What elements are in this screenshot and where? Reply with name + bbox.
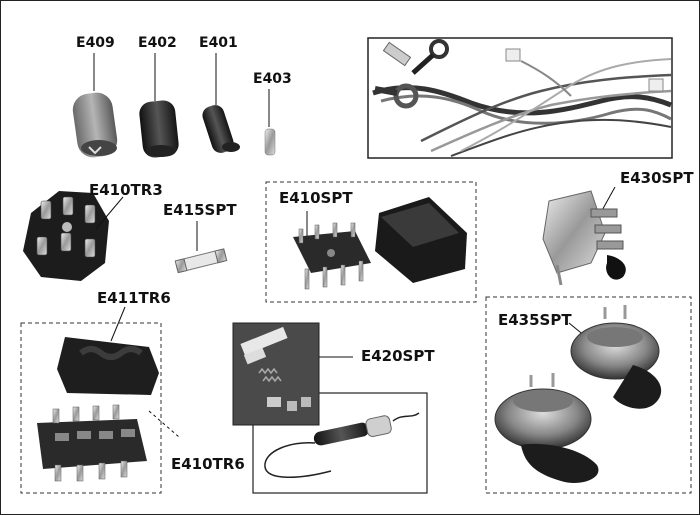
boot-e403-image [264,89,276,156]
fuse-box-e410tr3-image [23,191,124,281]
label-e420spt: E420SPT [361,347,435,365]
fuse-holder-e420spt-group [232,322,428,494]
wiring-harness-photo [367,37,673,159]
label-e435spt: E435SPT [498,311,572,329]
relay-e430spt-image [542,186,626,286]
boot-e402-image [139,53,179,158]
label-e410spt: E410SPT [279,189,353,207]
boot-e401-image [202,53,240,153]
label-e411tr6: E411TR6 [97,289,171,307]
label-e409: E409 [76,35,115,51]
label-e415spt: E415SPT [163,201,237,219]
label-e410tr6: E410TR6 [171,455,245,473]
label-e402: E402 [138,35,177,51]
fuse-block-e410spt-group [265,181,477,303]
fuse-e415spt-image [174,221,228,274]
label-e403: E403 [253,71,292,87]
fuse-box-tr6-group [20,306,180,494]
horns-e435spt-group [485,296,692,494]
label-e410tr3: E410TR3 [89,181,163,199]
label-e401: E401 [199,35,238,51]
label-e430spt: E430SPT [620,169,694,187]
boot-e409-image [72,53,118,158]
